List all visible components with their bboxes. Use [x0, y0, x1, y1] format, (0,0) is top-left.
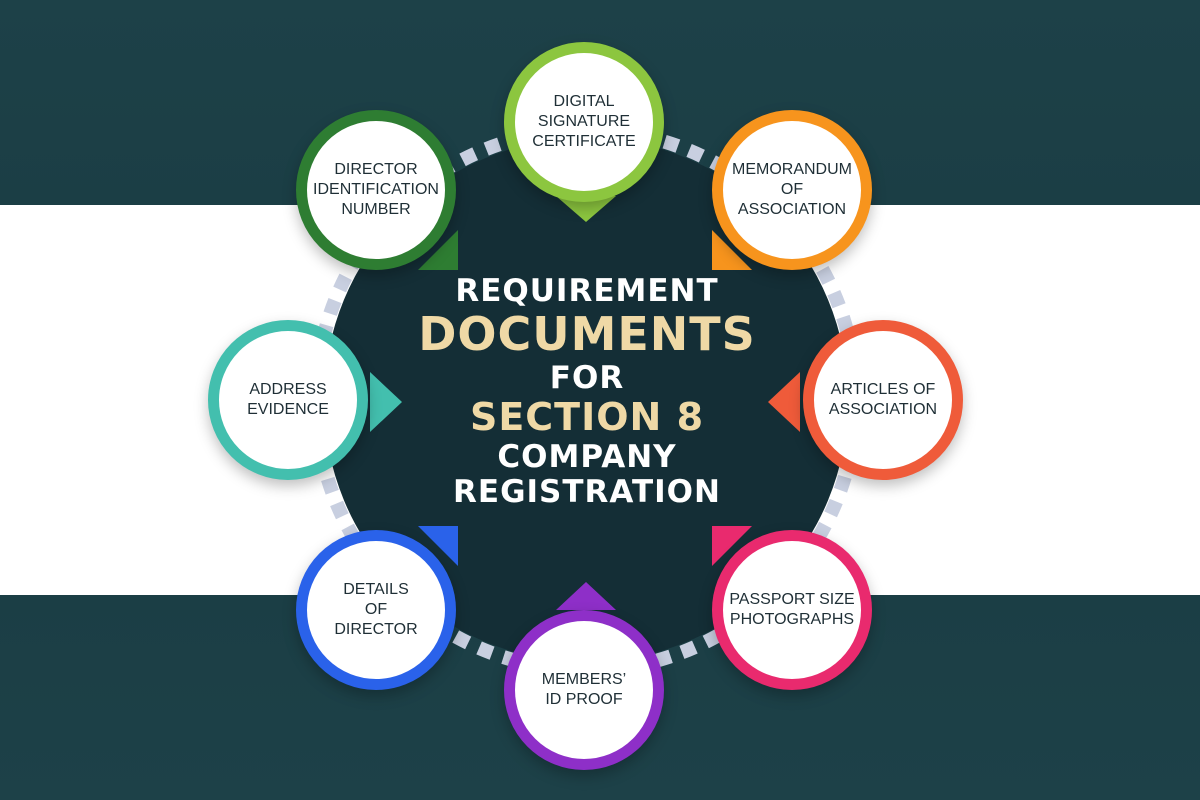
node-label: PASSPORT SIZE PHOTOGRAPHS [729, 591, 855, 628]
pointer-address [370, 372, 402, 432]
node-passport-size-photographs: PASSPORT SIZE PHOTOGRAPHS [712, 530, 872, 690]
pointer-digital-signature [556, 196, 616, 222]
node-memorandum-of-association: MEMORANDUM OF ASSOCIATION [712, 110, 872, 270]
pointer-articles [768, 372, 800, 432]
pointer-details-director [418, 526, 458, 566]
pointer-members-id [556, 582, 616, 610]
pointer-director-id [418, 230, 458, 270]
node-label: DETAILS OF DIRECTOR [334, 581, 418, 638]
node-digital-signature-certificate: DIGITAL SIGNATURE CERTIFICATE [504, 42, 664, 202]
title-line-documents: DOCUMENTS [418, 307, 756, 361]
diagram-title: REQUIREMENT DOCUMENTS FOR SECTION 8 COMP… [387, 272, 787, 512]
node-label: ARTICLES OF ASSOCIATION [828, 381, 938, 418]
node-address-evidence: ADDRESS EVIDENCE [208, 320, 368, 480]
title-line-section-8: SECTION 8 [469, 395, 705, 439]
node-director-identification-number: DIRECTOR IDENTIFICATION NUMBER [296, 110, 456, 270]
pointer-memorandum [712, 230, 752, 270]
pointer-passport [712, 526, 752, 566]
node-label: MEMBERS’ ID PROOF [541, 671, 627, 708]
node-label: ADDRESS EVIDENCE [247, 381, 329, 418]
node-label: DIRECTOR IDENTIFICATION NUMBER [313, 161, 439, 218]
node-articles-of-association: ARTICLES OF ASSOCIATION [803, 320, 963, 480]
node-label: DIGITAL SIGNATURE CERTIFICATE [532, 93, 636, 150]
node-label: MEMORANDUM OF ASSOCIATION [732, 161, 852, 218]
node-details-of-director: DETAILS OF DIRECTOR [296, 530, 456, 690]
node-members-id-proof: MEMBERS’ ID PROOF [504, 610, 664, 770]
title-line-company: COMPANY [497, 439, 677, 475]
title-line-registration: REGISTRATION [453, 474, 721, 510]
title-line-for: FOR [549, 360, 625, 396]
title-line-requirement: REQUIREMENT [455, 273, 719, 309]
